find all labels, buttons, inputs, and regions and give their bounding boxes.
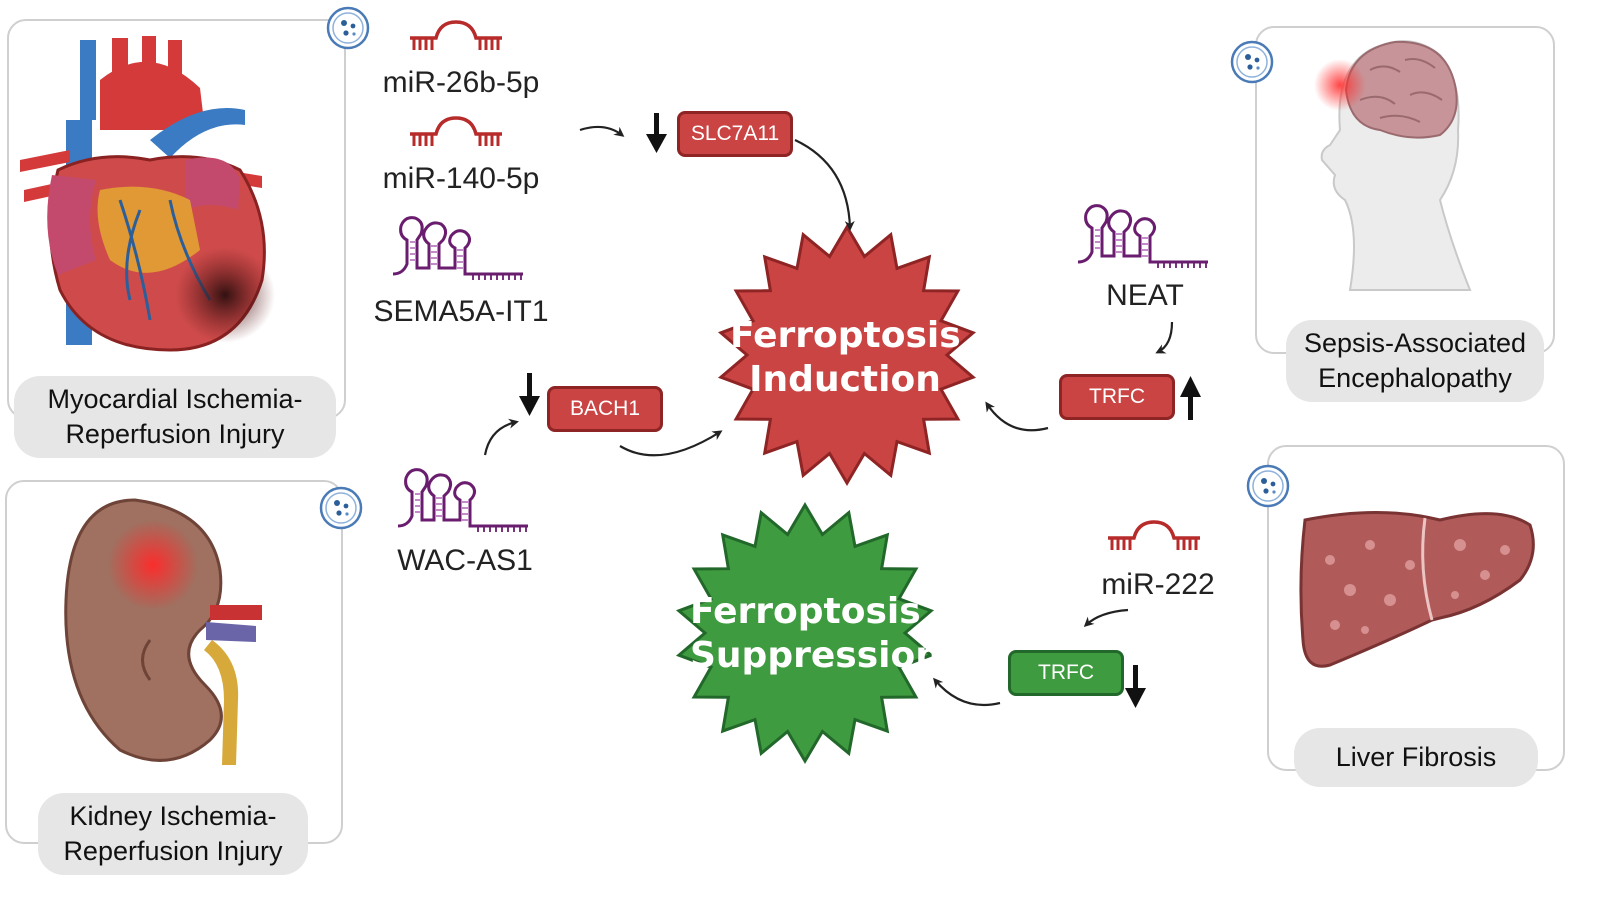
disease-label-myocardial: Myocardial Ischemia- Reperfusion Injury [14, 376, 336, 458]
disease-line: Myocardial Ischemia- [47, 384, 303, 414]
arrow-slc7a11-to-induction [794, 139, 855, 231]
arrow-wacas1-to-bach1 [483, 418, 519, 456]
target-badge-trfc-up: TRFC [1059, 374, 1175, 420]
induction-line2: Induction [749, 359, 941, 400]
exosome-icon [326, 6, 370, 50]
arrow-neat-to-trfc [1155, 321, 1174, 354]
arrow-up-icon [1180, 376, 1201, 420]
lncrna-icon [1076, 204, 1210, 270]
induction-line1: Ferroptosis [730, 315, 961, 356]
exosome-icon [319, 486, 363, 530]
disease-line: Sepsis-Associated [1303, 328, 1527, 358]
suppression-line2: Suppression [690, 635, 941, 676]
rna-label-mir140: miR-140-5p [382, 162, 540, 195]
disease-label-kidney: Kidney Ischemia- Reperfusion Injury [38, 793, 308, 875]
exosome-icon [1246, 464, 1290, 508]
kidney-icon [64, 498, 262, 765]
lncrna-icon [396, 468, 530, 534]
target-badge-trfc-down: TRFC [1008, 650, 1124, 696]
mirna-icon [408, 20, 504, 52]
rna-label-mir26b: miR-26b-5p [382, 66, 540, 99]
rna-label-neat: NEAT [1106, 279, 1184, 312]
mirna-icon [408, 116, 504, 148]
rna-label-mir222: miR-222 [1101, 568, 1215, 601]
induction-label: Ferroptosis Induction [730, 314, 961, 402]
target-badge-bach1: BACH1 [547, 386, 663, 432]
arrow-down-icon [646, 113, 667, 153]
lncrna-icon [391, 216, 525, 282]
disease-label-sepsis: Sepsis-Associated Encephalopathy [1286, 320, 1544, 402]
arrow-trfc-to-suppression [933, 677, 1001, 707]
ferroptosis-induction-star [717, 224, 977, 486]
ferroptosis-suppression-star [675, 502, 935, 764]
disease-label-liver: Liver Fibrosis [1294, 728, 1538, 787]
target-badge-slc7a11: SLC7A11 [677, 111, 793, 157]
disease-line: Reperfusion Injury [63, 836, 283, 866]
connector-arrows [483, 125, 1174, 707]
disease-line: Reperfusion Injury [65, 419, 285, 449]
exosome-icon [1230, 40, 1274, 84]
rna-label-wacas1: WAC-AS1 [397, 544, 533, 577]
arrow-down-icon [519, 373, 540, 416]
arrow-mir222-to-trfc [1083, 608, 1129, 628]
arrow-down-icon [1125, 665, 1146, 708]
suppression-line1: Ferroptosis [690, 591, 921, 632]
arrow-trfc-to-induction [985, 401, 1049, 432]
arrow-mirna-to-slc7a11 [579, 125, 625, 137]
suppression-label: Ferroptosis Suppression [690, 590, 941, 678]
regulation-arrows [519, 113, 1201, 708]
disease-line: Encephalopathy [1318, 363, 1512, 393]
arrow-bach1-to-induction [619, 430, 723, 457]
mirna-icon [1106, 520, 1202, 552]
heart-icon [20, 36, 275, 352]
brain-head-icon [1314, 40, 1472, 291]
rna-label-sema5a: SEMA5A-IT1 [373, 295, 549, 328]
liver-icon [1299, 511, 1535, 668]
disease-line: Liver Fibrosis [1335, 742, 1497, 772]
disease-line: Kidney Ischemia- [69, 801, 277, 831]
